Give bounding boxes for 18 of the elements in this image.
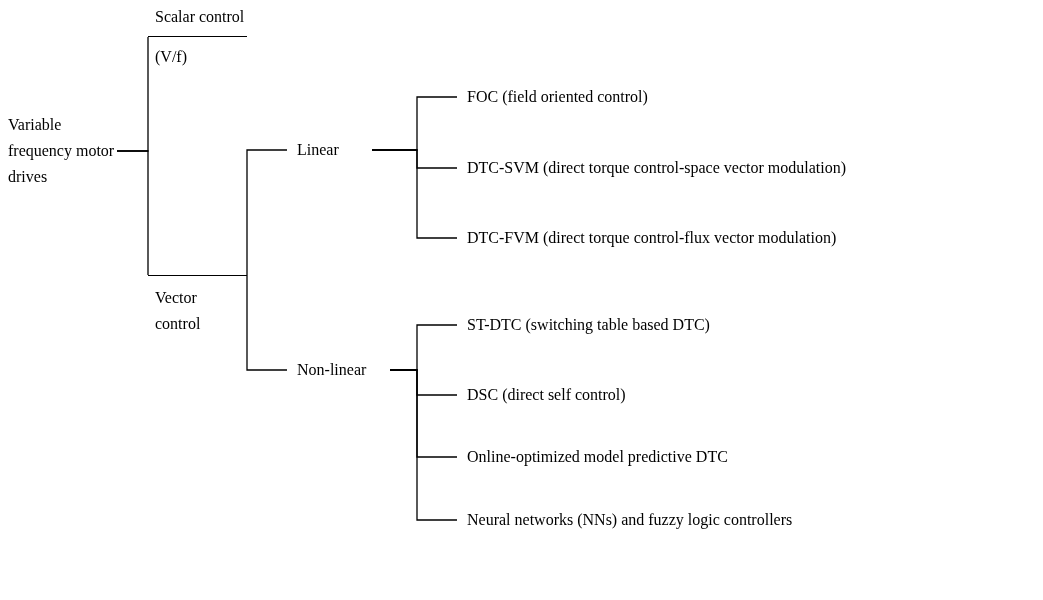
branch-label: (V/f) <box>154 47 187 68</box>
branch-label: Variable frequency motor drives <box>8 112 117 190</box>
branch-label: FOC (field oriented control) <box>457 84 648 110</box>
connector-line <box>246 274 288 371</box>
connector-line <box>371 149 458 239</box>
branch-label: Non-linear <box>287 357 390 383</box>
branch-label: Online-optimized model predictive DTC <box>457 444 728 470</box>
branch-label: DTC-FVM (direct torque control-flux vector modulation) <box>457 225 837 251</box>
branch-label: ST-DTC (switching table based DTC) <box>457 312 710 338</box>
branch-label: Scalar control <box>148 4 247 37</box>
connector-line <box>246 149 288 276</box>
branch-label: Linear <box>287 137 372 163</box>
branch-label: Neural networks (NNs) and fuzzy logic controllers <box>457 507 793 533</box>
branch-label: DSC (direct self control) <box>457 382 626 408</box>
connector-line <box>116 150 149 276</box>
branch-label: Vector control <box>148 275 247 337</box>
branch-label: DTC-SVM (direct torque control-space vector modulation) <box>457 155 846 181</box>
connector-line <box>389 369 458 521</box>
